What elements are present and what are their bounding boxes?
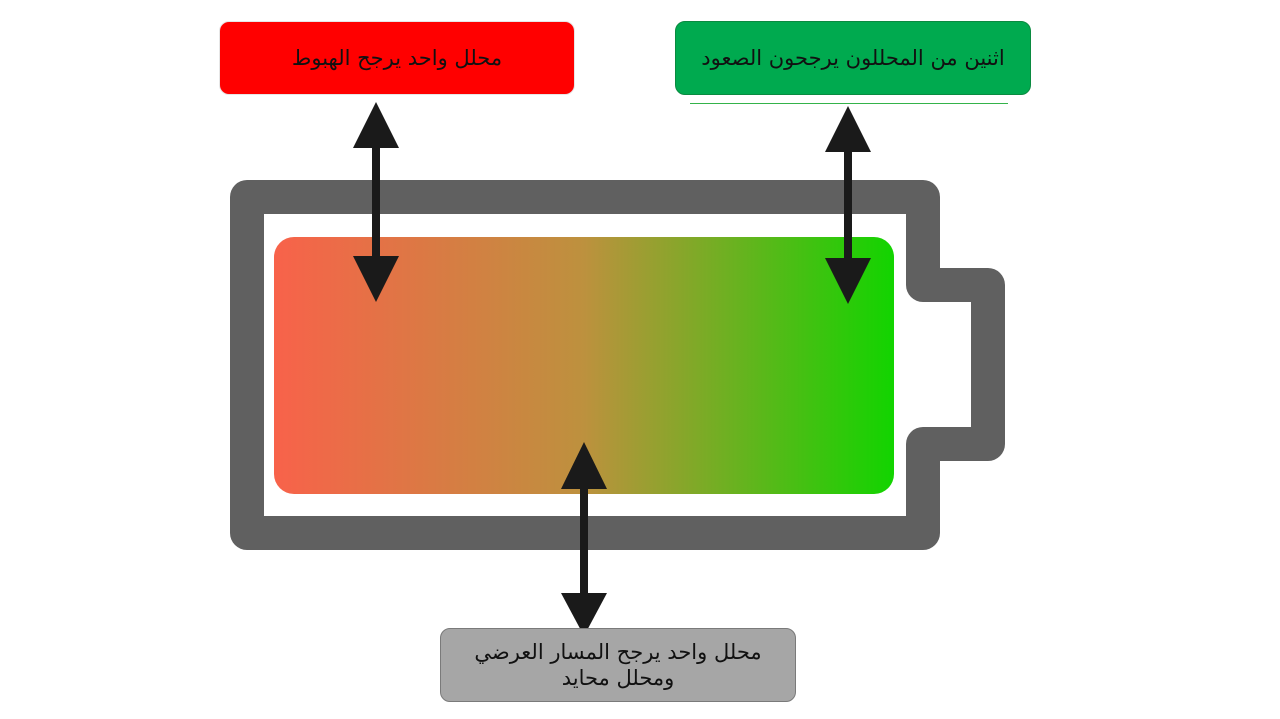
battery-charge-fill [274, 237, 894, 494]
sideways-label-line2: ومحلل محايد [561, 666, 675, 690]
bullish-label-box: اثنين من المحللون يرجحون الصعود [675, 21, 1031, 95]
divider [690, 103, 1008, 104]
bearish-label: محلل واحد يرجح الهبوط [291, 46, 503, 70]
sideways-label-box: محلل واحد يرجح المسار العرضي ومحلل محايد [440, 628, 796, 702]
battery-icon [230, 180, 1005, 550]
double-headed-arrow-icon [561, 442, 607, 636]
sideways-label-line1: محلل واحد يرجح المسار العرضي [474, 639, 762, 664]
bullish-label: اثنين من المحللون يرجحون الصعود [701, 46, 1005, 70]
double-headed-arrow-icon [825, 106, 871, 304]
battery-outline [230, 180, 1005, 550]
bearish-label-box: محلل واحد يرجح الهبوط [219, 21, 575, 95]
double-headed-arrow-icon [353, 102, 399, 302]
